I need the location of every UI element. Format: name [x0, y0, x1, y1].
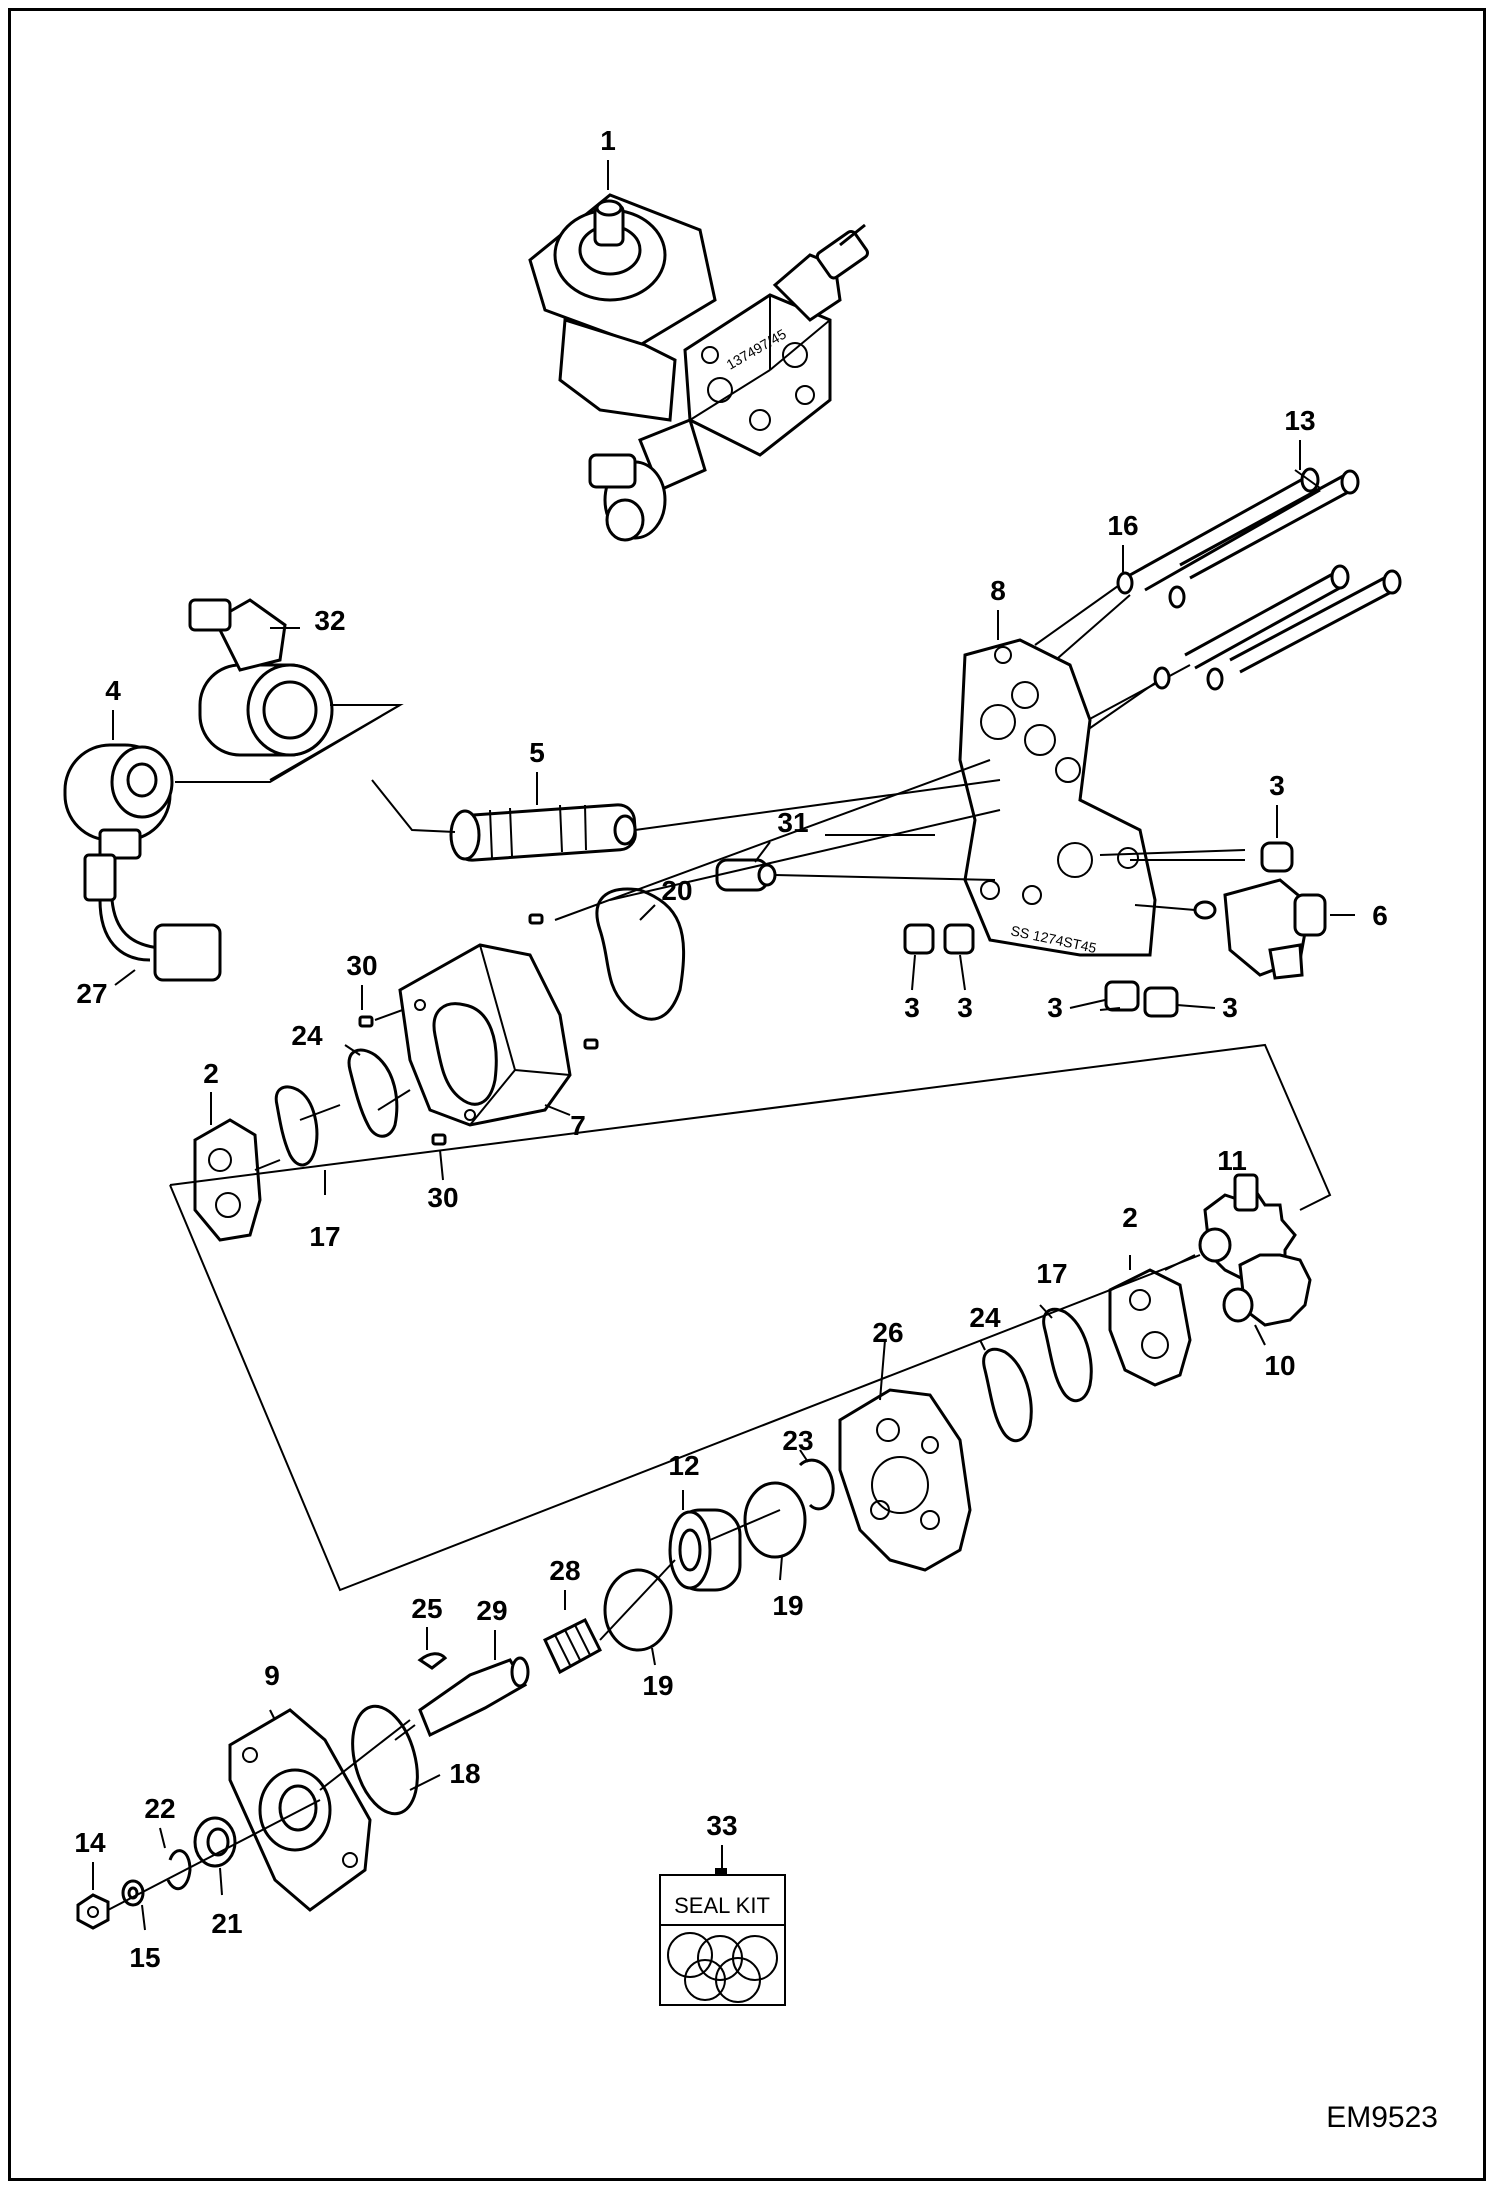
callout-19b: 19 [642, 1670, 673, 1701]
callout-9: 9 [264, 1660, 280, 1691]
solenoid-coil-part-32 [188, 598, 404, 781]
callout-16: 16 [1107, 510, 1138, 541]
callout-22: 22 [144, 1793, 175, 1824]
port-plate-part-26 [838, 1339, 972, 1572]
solenoid-coil-part-4 [63, 704, 401, 982]
pump-assembly-part-1: 137497/45 [528, 193, 869, 542]
leader-line-shaft [709, 1509, 781, 1541]
diagram-border [8, 8, 1486, 2181]
callout-17a: 17 [309, 1221, 340, 1252]
callout-15: 15 [129, 1942, 160, 1973]
callout-7: 7 [570, 1110, 586, 1141]
callout-30a: 30 [346, 950, 377, 981]
callout-24a: 24 [291, 1020, 323, 1051]
callout-27: 27 [76, 978, 107, 1009]
seal-kit-label: SEAL KIT [674, 1893, 770, 1918]
callout-3b: 3 [904, 992, 920, 1023]
washers-part-16 [1034, 571, 1224, 736]
callout-3a: 3 [1269, 770, 1285, 801]
wear-plate-part-2-lower [1108, 1255, 1192, 1387]
seal-kit-box-part-33: SEAL KIT [659, 1845, 786, 2006]
callout-18: 18 [449, 1758, 480, 1789]
callout-2b: 2 [1122, 1202, 1138, 1233]
gear-housing-part-7 [398, 943, 572, 1127]
snap-ring-part-23 [798, 1449, 835, 1511]
callout-10: 10 [1264, 1350, 1295, 1381]
callout-28: 28 [549, 1555, 580, 1586]
through-bolts-part-13 [1049, 467, 1402, 736]
callout-14: 14 [74, 1827, 106, 1858]
group-leader-top [169, 1043, 1332, 1211]
callout-17b: 17 [1036, 1258, 1067, 1289]
backup-ring-part-24-lower [979, 1339, 1033, 1443]
callout-26: 26 [872, 1317, 903, 1348]
callout-20: 20 [661, 875, 692, 906]
callout-32: 32 [314, 605, 345, 636]
callout-29: 29 [476, 1595, 507, 1626]
drawing-code: EM9523 [1326, 2101, 1438, 2134]
seal-part-17-lower [1039, 1304, 1093, 1403]
hex-nut-part-14 [76, 1862, 110, 1930]
tapered-shaft-part-29 [394, 1630, 530, 1741]
relief-valve-part-6 [1134, 878, 1355, 980]
callout-31: 31 [777, 807, 808, 838]
seal-part-17 [274, 1085, 341, 1195]
callout-24b: 24 [969, 1302, 1001, 1333]
driven-gear-part-10 [1164, 1253, 1312, 1346]
callout-23: 23 [782, 1425, 813, 1456]
washer-part-15 [121, 1879, 146, 1931]
callout-19a: 19 [772, 1590, 803, 1621]
callout-2a: 2 [203, 1058, 219, 1089]
callout-13: 13 [1284, 405, 1315, 436]
callout-3c: 3 [957, 992, 973, 1023]
valve-body-part-8: SS 1274ST45 [958, 638, 1157, 957]
callout-8: 8 [990, 575, 1006, 606]
shaft-axis-line [107, 1799, 321, 1911]
shaft-seal-part-21 [193, 1816, 237, 1896]
callout-21: 21 [211, 1908, 242, 1939]
callout-6: 6 [1372, 900, 1388, 931]
callout-25: 25 [411, 1593, 442, 1624]
callout-5: 5 [529, 737, 545, 768]
callout-1: 1 [600, 125, 616, 156]
callout-3d: 3 [1047, 992, 1063, 1023]
callout-labels: 1 13 16 8 32 4 5 31 3 6 20 30 27 3 [74, 125, 1387, 1973]
callout-30b: 30 [427, 1182, 458, 1213]
wear-plate-part-2 [193, 1118, 281, 1242]
seal-part-20 [554, 759, 1001, 1021]
cartridge-valve-part-5 [371, 779, 1001, 862]
callout-33: 33 [706, 1810, 737, 1841]
o-ring-part-19 [603, 1481, 807, 1666]
callout-12: 12 [668, 1450, 699, 1481]
spline-shaft-part-28 [543, 1559, 676, 1675]
group-leader-bottom [169, 1184, 1201, 1592]
key-part-25 [417, 1652, 448, 1670]
wire-harness-part-27 [114, 969, 136, 986]
callout-11: 11 [1217, 1145, 1247, 1176]
plugs-part-3 [903, 841, 1294, 1018]
snap-ring-part-22 [159, 1827, 192, 1891]
callout-3e: 3 [1222, 992, 1238, 1023]
backup-ring-part-24 [344, 1044, 411, 1138]
callout-4: 4 [105, 675, 121, 706]
o-ring-part-18 [351, 1704, 441, 1816]
bearing-part-12 [668, 1490, 742, 1592]
